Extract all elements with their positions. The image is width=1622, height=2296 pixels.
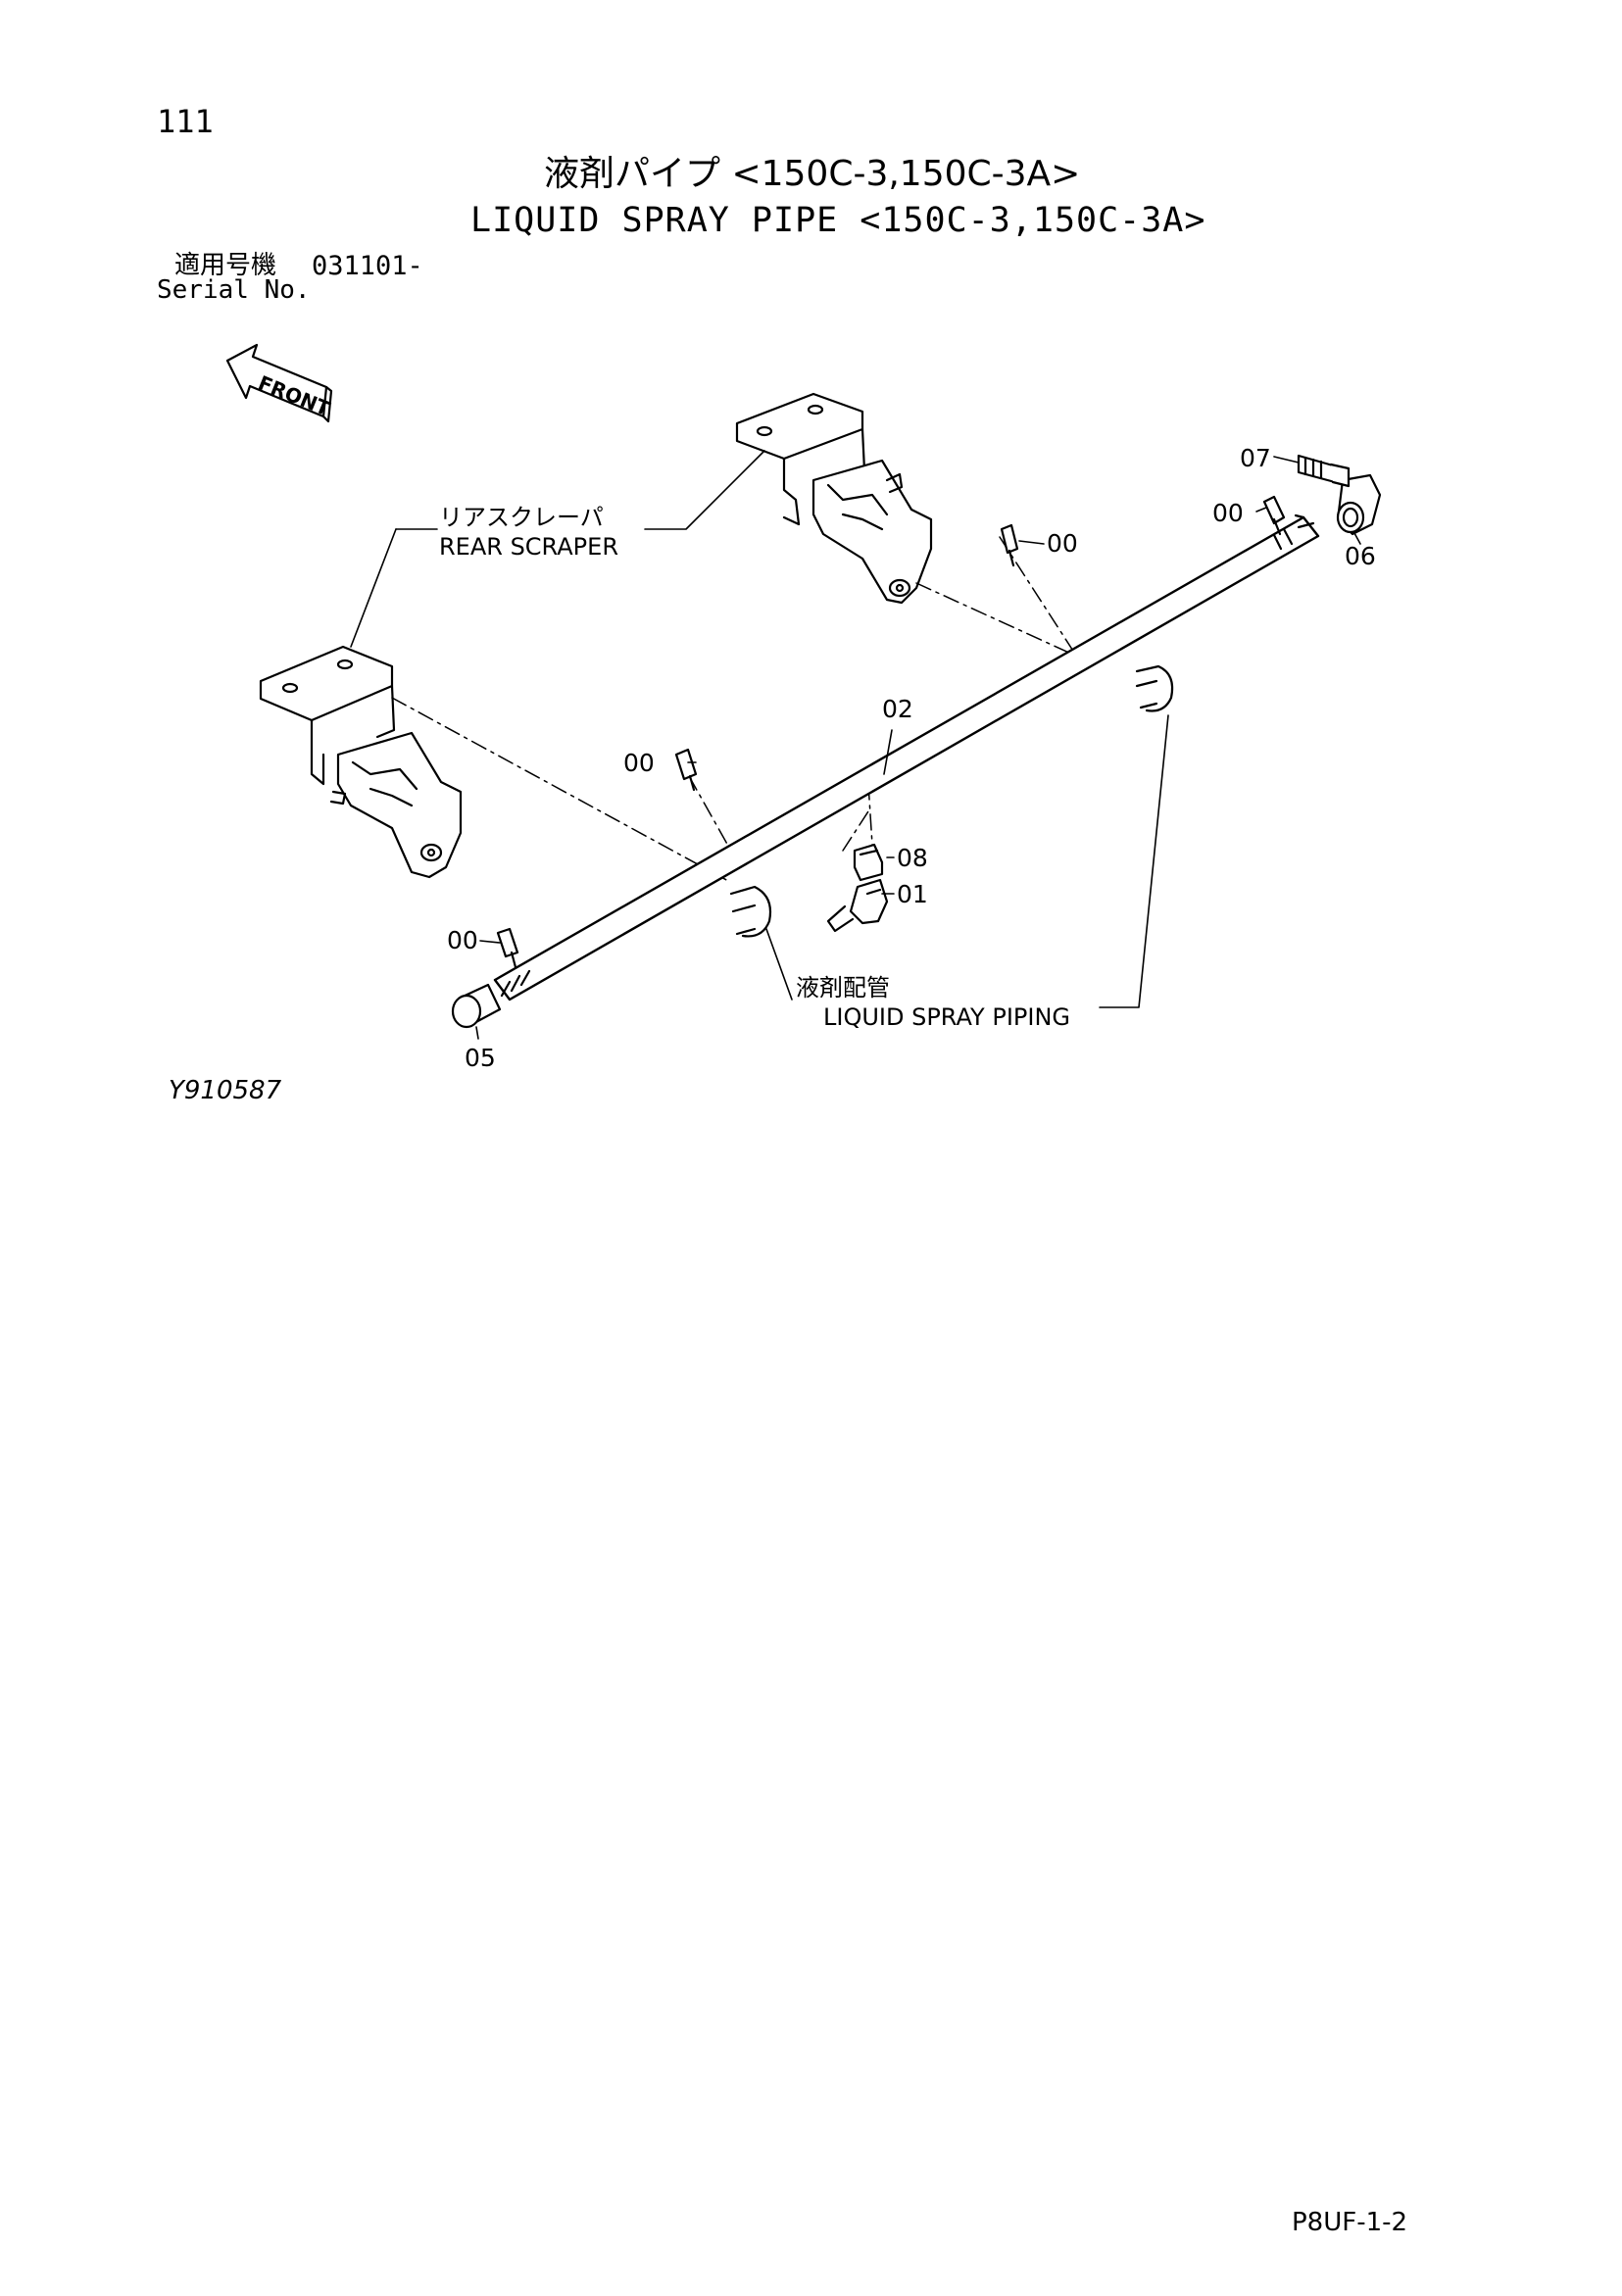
u-bolt-upper [1135,664,1174,712]
rear-scraper-label-en: REAR SCRAPER [439,533,618,561]
title-english: LIQUID SPRAY PIPE <150C-3,150C-3A> [470,201,1206,240]
parts-diagram: FRONT [225,343,1382,1072]
callout-leaders [475,456,1361,1040]
callout-05: 05 [465,1044,496,1072]
grease-fitting-part-00-b [1000,523,1019,567]
liquid-spray-pipe [493,513,1320,1001]
grease-fitting-part-00-d [496,927,519,969]
liquid-spray-piping-label-jp: 液剤配管 [796,974,890,1001]
liquid-spray-piping-label-en: LIQUID SPRAY PIPING [823,1003,1070,1031]
end-cap-part-05 [451,983,502,1029]
page-number: 111 [157,103,214,140]
callout-02: 02 [882,695,913,723]
callout-01: 01 [897,880,928,908]
rear-scraper-bracket-upper [735,392,933,605]
adapter-part-08 [853,843,884,882]
rear-scraper-leaders [350,450,765,648]
callout-08: 08 [897,844,928,872]
callout-06: 06 [1345,542,1376,570]
serial-value: 031101- [312,251,423,281]
elbow-part-06 [1336,473,1382,536]
callout-00-d: 00 [447,926,478,954]
serial-label-japanese: 適用号機 [174,251,277,280]
callout-00-b: 00 [1047,529,1078,558]
clamp-part-01 [826,878,889,933]
liquid-spray-piping-leaders [765,714,1169,1008]
front-arrow-icon: FRONT [225,343,333,423]
grease-fitting-part-00-a [1262,495,1286,536]
rear-scraper-label-jp: リアスクレーパ [439,504,604,531]
page-code: P8UF-1-2 [1292,2208,1408,2237]
nipple-part-07 [1297,454,1351,488]
callout-00-c: 00 [623,749,655,777]
rear-scraper-bracket-lower [259,645,463,879]
drawing-id: Y910587 [169,1076,282,1105]
callout-07: 07 [1240,444,1271,472]
grease-fitting-part-00-c [674,748,698,792]
serial-label-english: Serial No. [157,275,311,305]
callout-00-a: 00 [1212,499,1244,527]
u-bolt-lower [729,885,772,938]
title-japanese: 液剤パイプ <150C-3,150C-3A> [544,154,1081,194]
